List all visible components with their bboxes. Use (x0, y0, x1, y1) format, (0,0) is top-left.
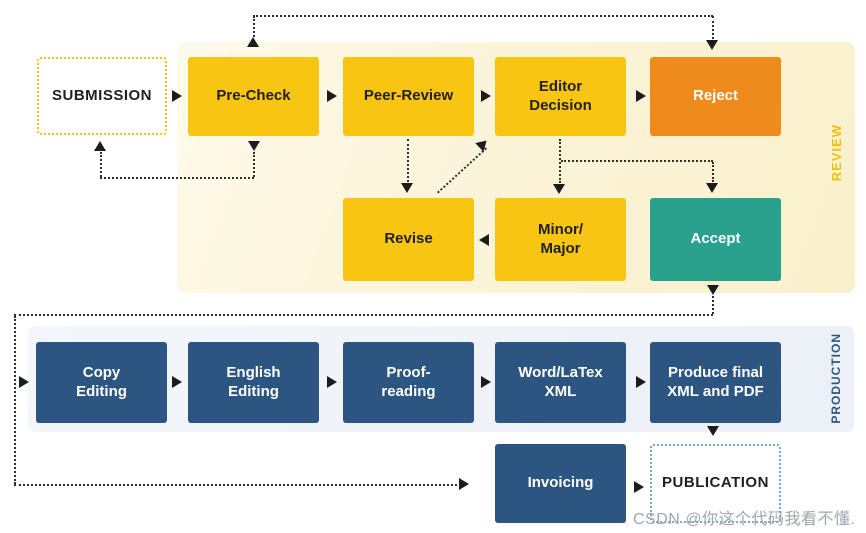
review-phase-label-text: REVIEW (828, 124, 844, 182)
node-peer-review-label: Peer-Review (363, 87, 454, 105)
node-editor-decision-label: Editor Decision (529, 77, 592, 114)
csdn-watermark: CSDN @你这个代码我看不懂. (633, 511, 856, 528)
node-accept: Accept (650, 198, 781, 281)
node-invoicing-label: Invoicing (527, 474, 594, 492)
edge-precheck-reject-down-arrow (706, 40, 718, 50)
node-copy-editing-label: Copy Editing (76, 363, 127, 400)
node-publication: PUBLICATION (650, 444, 781, 523)
arrow-precheck-peerreview (327, 90, 337, 102)
node-peer-review: Peer-Review (343, 57, 474, 136)
arrow-submission-precheck (172, 90, 182, 102)
node-publication-label: PUBLICATION (662, 474, 769, 492)
edge-accept-loop-seg2 (14, 314, 713, 316)
edge-accept-loop-seg1 (712, 296, 714, 314)
node-produce-final-label: Produce final XML and PDF (667, 363, 764, 400)
edge-accept-loop-down-arrow (707, 285, 719, 295)
node-accept-label: Accept (690, 230, 741, 248)
edge-editordecision-minormajor-seg (559, 139, 561, 183)
arrow-minormajor-revise (479, 234, 489, 246)
node-pre-check-label: Pre-Check (216, 87, 291, 105)
node-english-editing-label: English Editing (226, 363, 281, 400)
arrow-copyediting-englishediting (172, 376, 182, 388)
arrow-editordecision-reject (636, 90, 646, 102)
node-word-latex-xml-label: Word/LaTex XML (518, 363, 603, 400)
node-revise: Revise (343, 198, 474, 281)
node-proof-reading: Proof- reading (343, 342, 474, 423)
node-submission: SUBMISSION (37, 57, 167, 135)
edge-precheck-submission-seg3 (100, 152, 102, 177)
review-phase-label: REVIEW (808, 108, 864, 198)
edge-precheck-reject-up-arrow (247, 37, 259, 47)
edge-editordecision-accept-seg2 (712, 162, 714, 182)
production-phase-label-text: PRODUCTION (829, 333, 843, 424)
node-proof-reading-label: Proof- reading (381, 363, 436, 400)
edge-editordecision-accept-seg1 (561, 160, 713, 162)
edge-precheck-submission-seg1 (253, 152, 255, 177)
production-phase-label: PRODUCTION (808, 330, 864, 427)
node-submission-label: SUBMISSION (51, 86, 152, 104)
node-word-latex-xml: Word/LaTex XML (495, 342, 626, 423)
edge-precheck-reject-seg2 (253, 15, 713, 17)
edge-precheck-reject-seg1 (253, 16, 255, 37)
node-reject-label: Reject (692, 87, 739, 105)
edge-accept-loop-seg3 (14, 316, 16, 484)
edge-precheck-submission-up-arrow (94, 141, 106, 151)
edge-accept-invoicing-seg (14, 484, 457, 486)
edge-peerreview-revise-arrow (401, 183, 413, 193)
arrow-proofreading-wordlatex (481, 376, 491, 388)
edge-accept-invoicing-arrow (459, 478, 469, 490)
edge-precheck-reject-seg3 (712, 16, 714, 39)
edge-accept-copyediting-arrow (19, 376, 29, 388)
node-invoicing: Invoicing (495, 444, 626, 523)
node-editor-decision: Editor Decision (495, 57, 626, 136)
edge-precheck-submission-seg2 (100, 177, 254, 179)
node-minor-major-label: Minor/ Major (538, 220, 583, 257)
arrow-peerreview-editordecision (481, 90, 491, 102)
edge-editordecision-minormajor-arrow (553, 184, 565, 194)
edge-precheck-submission-down-arrow (248, 141, 260, 151)
node-revise-label: Revise (384, 230, 433, 248)
edge-peerreview-revise-seg (407, 139, 409, 182)
node-english-editing: English Editing (188, 342, 319, 423)
arrow-wordlatex-producefinal (636, 376, 646, 388)
arrow-producefinal-publication (707, 426, 719, 436)
edge-editordecision-accept-arrow (706, 183, 718, 193)
node-produce-final: Produce final XML and PDF (650, 342, 781, 423)
node-minor-major: Minor/ Major (495, 198, 626, 281)
node-copy-editing: Copy Editing (36, 342, 167, 423)
arrow-englishediting-proofreading (327, 376, 337, 388)
node-reject: Reject (650, 57, 781, 136)
arrow-invoicing-publication (634, 481, 644, 493)
node-pre-check: Pre-Check (188, 57, 319, 136)
